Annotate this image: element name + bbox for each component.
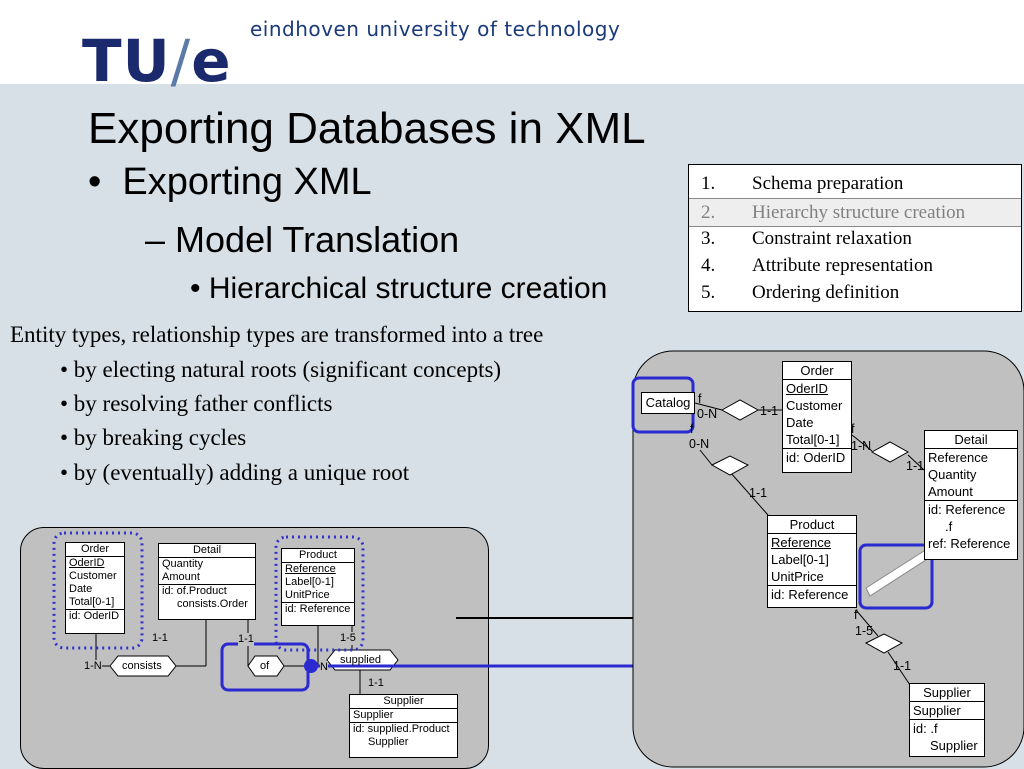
step-item-active: 2.Hierarchy structure creation [689,198,1021,227]
bullet-level2: – Model Translation [145,219,460,260]
cardinality-label: 1-1 [906,459,925,473]
point-text: • by resolving father conflicts [60,391,333,416]
rel-of-hexagon [247,655,285,677]
steps-list: 1.Schema preparation 2.Hierarchy structu… [688,164,1022,312]
rel-diamond [710,455,750,476]
point-text: • by (eventually) adding a unique root [60,460,410,485]
entity-product-right: Product Reference Label[0-1] UnitPrice i… [767,515,857,608]
university-name: eindhoven university of technology [250,17,621,41]
intro-text: Entity types, relationship types are tra… [10,322,544,347]
cardinality-label: 1-1 [760,404,779,418]
rel-consists-hexagon [109,655,177,677]
rel-diamond [720,399,760,421]
role-label: f [854,608,858,622]
step-item: 5.Ordering definition [701,282,900,303]
entity-supplier-left: Supplier Supplier id: supplied.Product S… [349,694,458,758]
entity-detail-right: Detail Reference Quantity Amount id: Ref… [924,430,1018,560]
header-bar: TU/e eindhoven university of technology [0,0,1024,94]
entity-order-left: Order OderID Customer Date Total[0-1] id… [65,542,125,634]
bullet-level1: • Exporting XML [88,161,372,203]
cardinality-label: 1-N [84,660,102,673]
cardinality-label: 1-1 [152,632,168,645]
role-label: f [851,422,855,436]
step-item: 4.Attribute representation [701,255,933,276]
slide-title: Exporting Databases in XML [88,104,646,153]
step-item: 1.Schema preparation [701,173,904,194]
role-label: f [698,392,702,406]
cardinality-label: 1-5 [855,624,874,638]
entity-supplier-right: Supplier Supplier id: .f Supplier [909,683,985,757]
cardinality-label: N [320,661,328,674]
dotted-highlight-order [52,531,144,650]
rel-consists-label: consists [122,660,162,672]
cardinality-label: 1-1 [893,659,912,673]
cardinality-label: 1-1 [368,677,384,690]
point-text: • by electing natural roots (significant… [60,357,502,382]
cardinality-label: 0-N [697,407,718,421]
cardinality-label: 0-N [689,437,710,451]
cardinality-label: 1-1 [238,633,254,646]
cardinality-label: 1-5 [340,632,356,645]
entity-catalog: Catalog [641,392,695,414]
bullet-level3: • Hierarchical structure creation [190,272,608,305]
step-item: 3.Constraint relaxation [701,228,912,249]
entity-detail-left: Detail Quantity Amount id: of.Product co… [158,543,256,620]
rel-diamond [864,633,904,654]
entity-order-right: Order OderID Customer Date Total[0-1] id… [782,361,852,473]
role-label: f [690,422,694,436]
rel-diamond [870,441,910,463]
ref-highlight-box [858,543,934,610]
cardinality-label: 1-N [851,439,872,453]
point-text: • by breaking cycles [60,425,247,450]
entity-product-left: Product Reference Label[0-1] UnitPrice i… [281,548,355,626]
rel-supplied-label: supplied [340,654,381,666]
tue-logo: TU/e [82,27,232,95]
cardinality-label: 1-1 [749,486,768,500]
rel-of-label: of [260,660,270,672]
